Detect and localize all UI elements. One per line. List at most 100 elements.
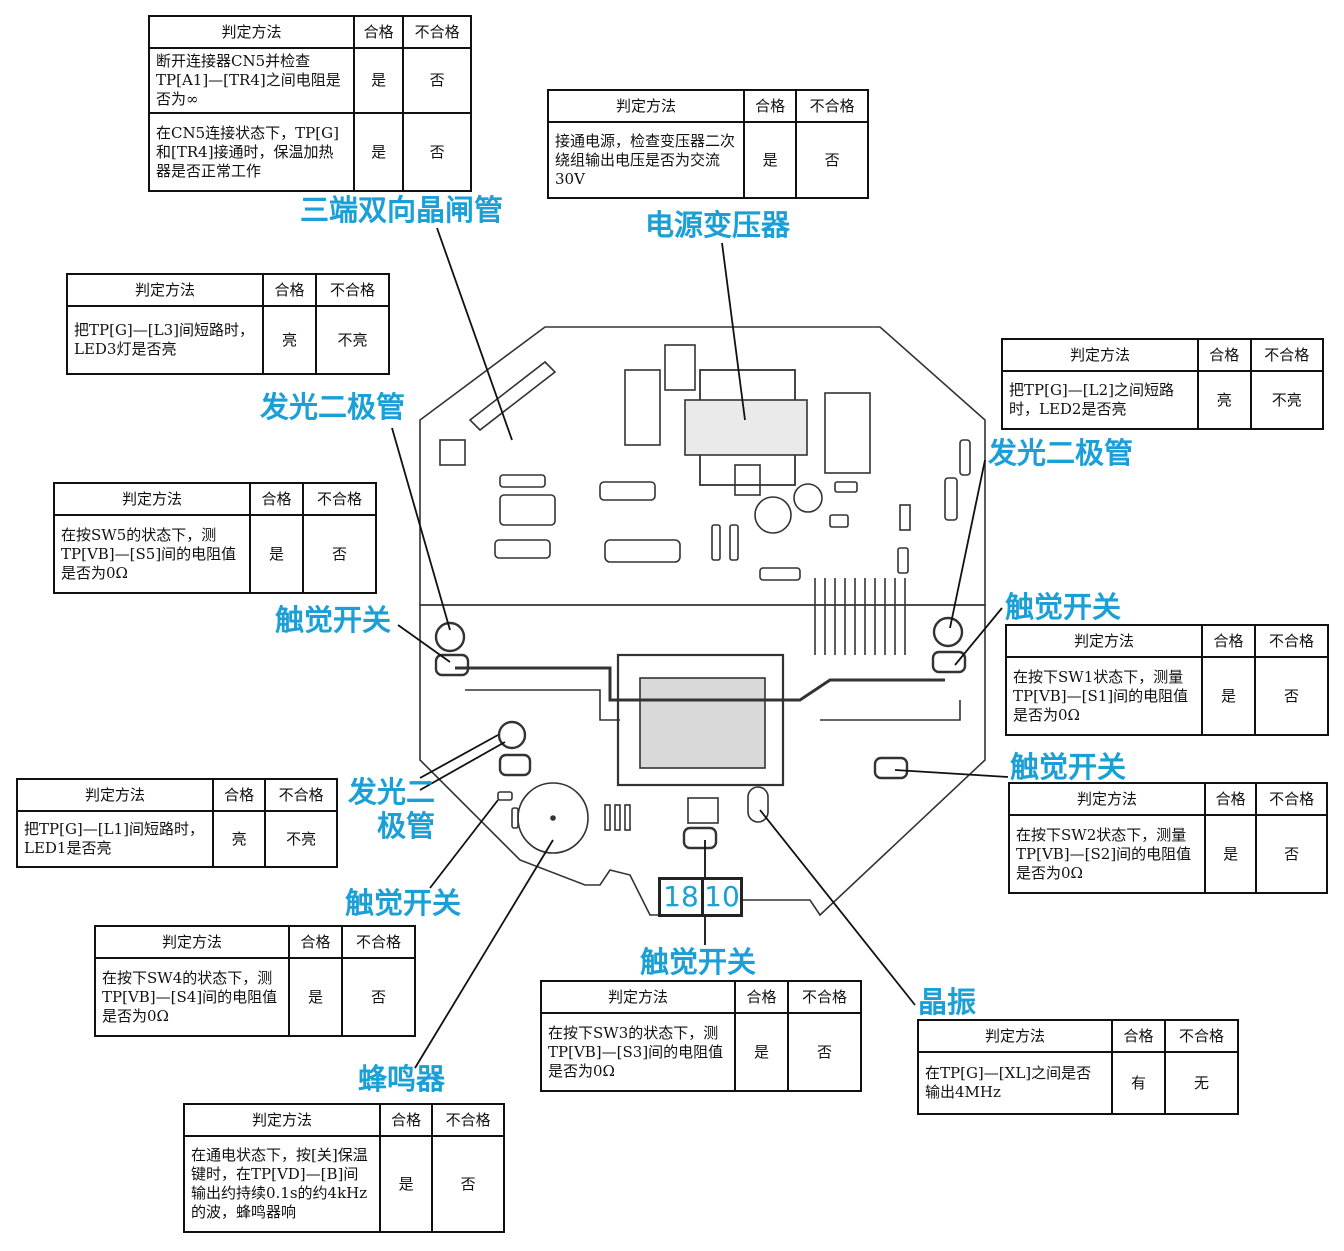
leader-led-left-bottom-a bbox=[419, 741, 506, 791]
sw5-body bbox=[434, 621, 466, 653]
pass-cell: 亮 bbox=[1197, 370, 1252, 430]
lcd-screen bbox=[639, 677, 766, 769]
method-cell: 把TP[G]—[L3]间短路时，LED3灯是否亮 bbox=[66, 305, 264, 375]
header-pass: 合格 bbox=[211, 778, 267, 812]
leader-transformer bbox=[721, 242, 746, 421]
label-led-left-top: 发光二极管 bbox=[260, 390, 406, 424]
method-cell: 在按下SW3的状态下，测TP[VB]—[S3]间的电阻值是否为0Ω bbox=[540, 1012, 736, 1092]
pass-cell: 亮 bbox=[211, 810, 267, 868]
upper-board-outline bbox=[419, 326, 986, 606]
header-method: 判定方法 bbox=[148, 15, 355, 49]
header-pass: 合格 bbox=[287, 925, 344, 959]
header-method: 判定方法 bbox=[66, 273, 264, 307]
header-pass: 合格 bbox=[352, 15, 405, 49]
label-led-right: 发光二极管 bbox=[988, 436, 1134, 470]
header-fail: 不合格 bbox=[302, 482, 377, 516]
sw1-body bbox=[932, 616, 964, 648]
leader-led-left-top bbox=[391, 427, 451, 631]
leader-switch-right-top bbox=[954, 607, 1003, 666]
table-sw2: 判定方法 合格 不合格 在按下SW2状态下，测量TP[VB]—[S2]间的电阻值… bbox=[1008, 782, 1328, 894]
label-crystal: 晶振 bbox=[918, 985, 977, 1019]
leader-switch-right-mid bbox=[894, 769, 1009, 778]
header-method: 判定方法 bbox=[1008, 782, 1206, 816]
pass-cell: 是 bbox=[248, 514, 305, 594]
header-pass: 合格 bbox=[1197, 338, 1252, 372]
pass-cell: 是 bbox=[1200, 656, 1257, 736]
label-switch-left-bottom: 触觉开关 bbox=[345, 886, 462, 920]
header-pass: 合格 bbox=[261, 273, 318, 307]
header-method: 判定方法 bbox=[94, 925, 290, 959]
method-cell: 在按下SW1状态下，测量TP[VB]—[S1]间的电阻值是否为0Ω bbox=[1005, 656, 1203, 736]
sw3-body bbox=[682, 826, 718, 850]
header-fail: 不合格 bbox=[1255, 782, 1328, 816]
header-fail: 不合格 bbox=[341, 925, 416, 959]
header-fail: 不合格 bbox=[1164, 1019, 1239, 1053]
pass-cell: 是 bbox=[352, 47, 405, 114]
table-crystal: 判定方法 合格 不合格 在TP[G]—[XL]之间是否输出4MHz 有 无 bbox=[917, 1019, 1239, 1115]
header-method: 判定方法 bbox=[183, 1103, 381, 1137]
method-cell: 把TP[G]—[L1]间短路时，LED1是否亮 bbox=[16, 810, 214, 868]
fail-cell: 否 bbox=[1254, 656, 1329, 736]
header-method: 判定方法 bbox=[540, 980, 736, 1014]
pass-cell: 是 bbox=[287, 957, 344, 1037]
table-sw1: 判定方法 合格 不合格 在按下SW1状态下，测量TP[VB]—[S1]间的电阻值… bbox=[1005, 624, 1329, 736]
leader-crystal bbox=[759, 809, 916, 1006]
fail-cell: 否 bbox=[402, 47, 472, 114]
triac-heatsink bbox=[468, 360, 557, 432]
table-buzzer: 判定方法 合格 不合格 在通电状态下，按[关]保温键时，在TP[VD]—[B]间… bbox=[183, 1103, 505, 1233]
pass-cell: 是 bbox=[352, 112, 405, 192]
pass-cell: 是 bbox=[733, 1012, 790, 1092]
method-cell: 在按SW5的状态下，测TP[VB]—[S5]间的电阻值是否为0Ω bbox=[53, 514, 251, 594]
header-fail: 不合格 bbox=[264, 778, 338, 812]
fail-cell: 不亮 bbox=[264, 810, 338, 868]
label-switch-left: 触觉开关 bbox=[275, 603, 392, 637]
fail-cell: 否 bbox=[341, 957, 416, 1037]
fail-cell: 否 bbox=[431, 1135, 505, 1233]
label-triac: 三端双向晶闸管 bbox=[300, 193, 504, 227]
header-fail: 不合格 bbox=[402, 15, 472, 49]
fail-cell: 否 bbox=[1255, 814, 1328, 894]
leader-triac bbox=[436, 227, 513, 441]
method-cell: 把TP[G]—[L2]之间短路时，LED2是否亮 bbox=[1001, 370, 1199, 430]
header-fail: 不合格 bbox=[795, 89, 869, 123]
fail-cell: 否 bbox=[402, 112, 472, 192]
leader-switch-left-bottom bbox=[429, 799, 499, 889]
fail-cell: 否 bbox=[795, 121, 869, 199]
table-triac: 判定方法 合格 不合格 断开连接器CN5并检查TP[A1]—[TR4]之间电阻是… bbox=[148, 15, 472, 192]
method-cell: 在按下SW2状态下，测量TP[VB]—[S2]间的电阻值是否为0Ω bbox=[1008, 814, 1206, 894]
header-fail: 不合格 bbox=[1249, 338, 1325, 372]
header-fail: 不合格 bbox=[315, 273, 390, 307]
label-switch-right-mid: 触觉开关 bbox=[1010, 750, 1127, 784]
method-cell: 在通电状态下，按[关]保温键时，在TP[VD]—[B]间输出约持续0.1s的约4… bbox=[183, 1135, 381, 1233]
header-fail: 不合格 bbox=[431, 1103, 505, 1137]
fail-cell: 否 bbox=[787, 1012, 862, 1092]
header-method: 判定方法 bbox=[53, 482, 251, 516]
table-sw3: 判定方法 合格 不合格 在按下SW3的状态下，测TP[VB]—[S3]间的电阻值… bbox=[540, 980, 862, 1092]
label-transformer: 电源变压器 bbox=[645, 208, 791, 242]
pass-cell: 亮 bbox=[261, 305, 318, 375]
table-led3: 判定方法 合格 不合格 把TP[G]—[L3]间短路时，LED3灯是否亮 亮 不… bbox=[66, 273, 390, 375]
method-cell: 接通电源，检查变压器二次绕组输出电压是否为交流30V bbox=[547, 121, 745, 199]
header-method: 判定方法 bbox=[547, 89, 745, 123]
lower-board-outline bbox=[419, 604, 986, 917]
header-fail: 不合格 bbox=[1254, 624, 1329, 658]
method-cell: 断开连接器CN5并检查TP[A1]—[TR4]之间电阻是否为∞ bbox=[148, 47, 355, 114]
pass-cell: 是 bbox=[1203, 814, 1258, 894]
label-switch-bottom: 触觉开关 bbox=[640, 945, 757, 979]
heat-fins bbox=[814, 578, 906, 655]
label-buzzer: 蜂鸣器 bbox=[358, 1062, 446, 1096]
fail-cell: 不亮 bbox=[315, 305, 390, 375]
pass-cell: 有 bbox=[1110, 1051, 1167, 1115]
table-sw4: 判定方法 合格 不合格 在按下SW4的状态下，测TP[VB]—[S4]间的电阻值… bbox=[94, 925, 416, 1037]
sw2-body bbox=[873, 756, 909, 780]
leader-switch-left bbox=[397, 624, 451, 663]
leader-led-right bbox=[949, 459, 986, 629]
header-pass: 合格 bbox=[1110, 1019, 1167, 1053]
pass-cell: 是 bbox=[742, 121, 798, 199]
header-pass: 合格 bbox=[742, 89, 798, 123]
table-led1: 判定方法 合格 不合格 把TP[G]—[L1]间短路时，LED1是否亮 亮 不亮 bbox=[16, 778, 338, 868]
label-switch-right-top: 触觉开关 bbox=[1005, 590, 1122, 624]
led1-body bbox=[497, 720, 527, 750]
table-sw5: 判定方法 合格 不合格 在按SW5的状态下，测TP[VB]—[S5]间的电阻值是… bbox=[53, 482, 377, 594]
